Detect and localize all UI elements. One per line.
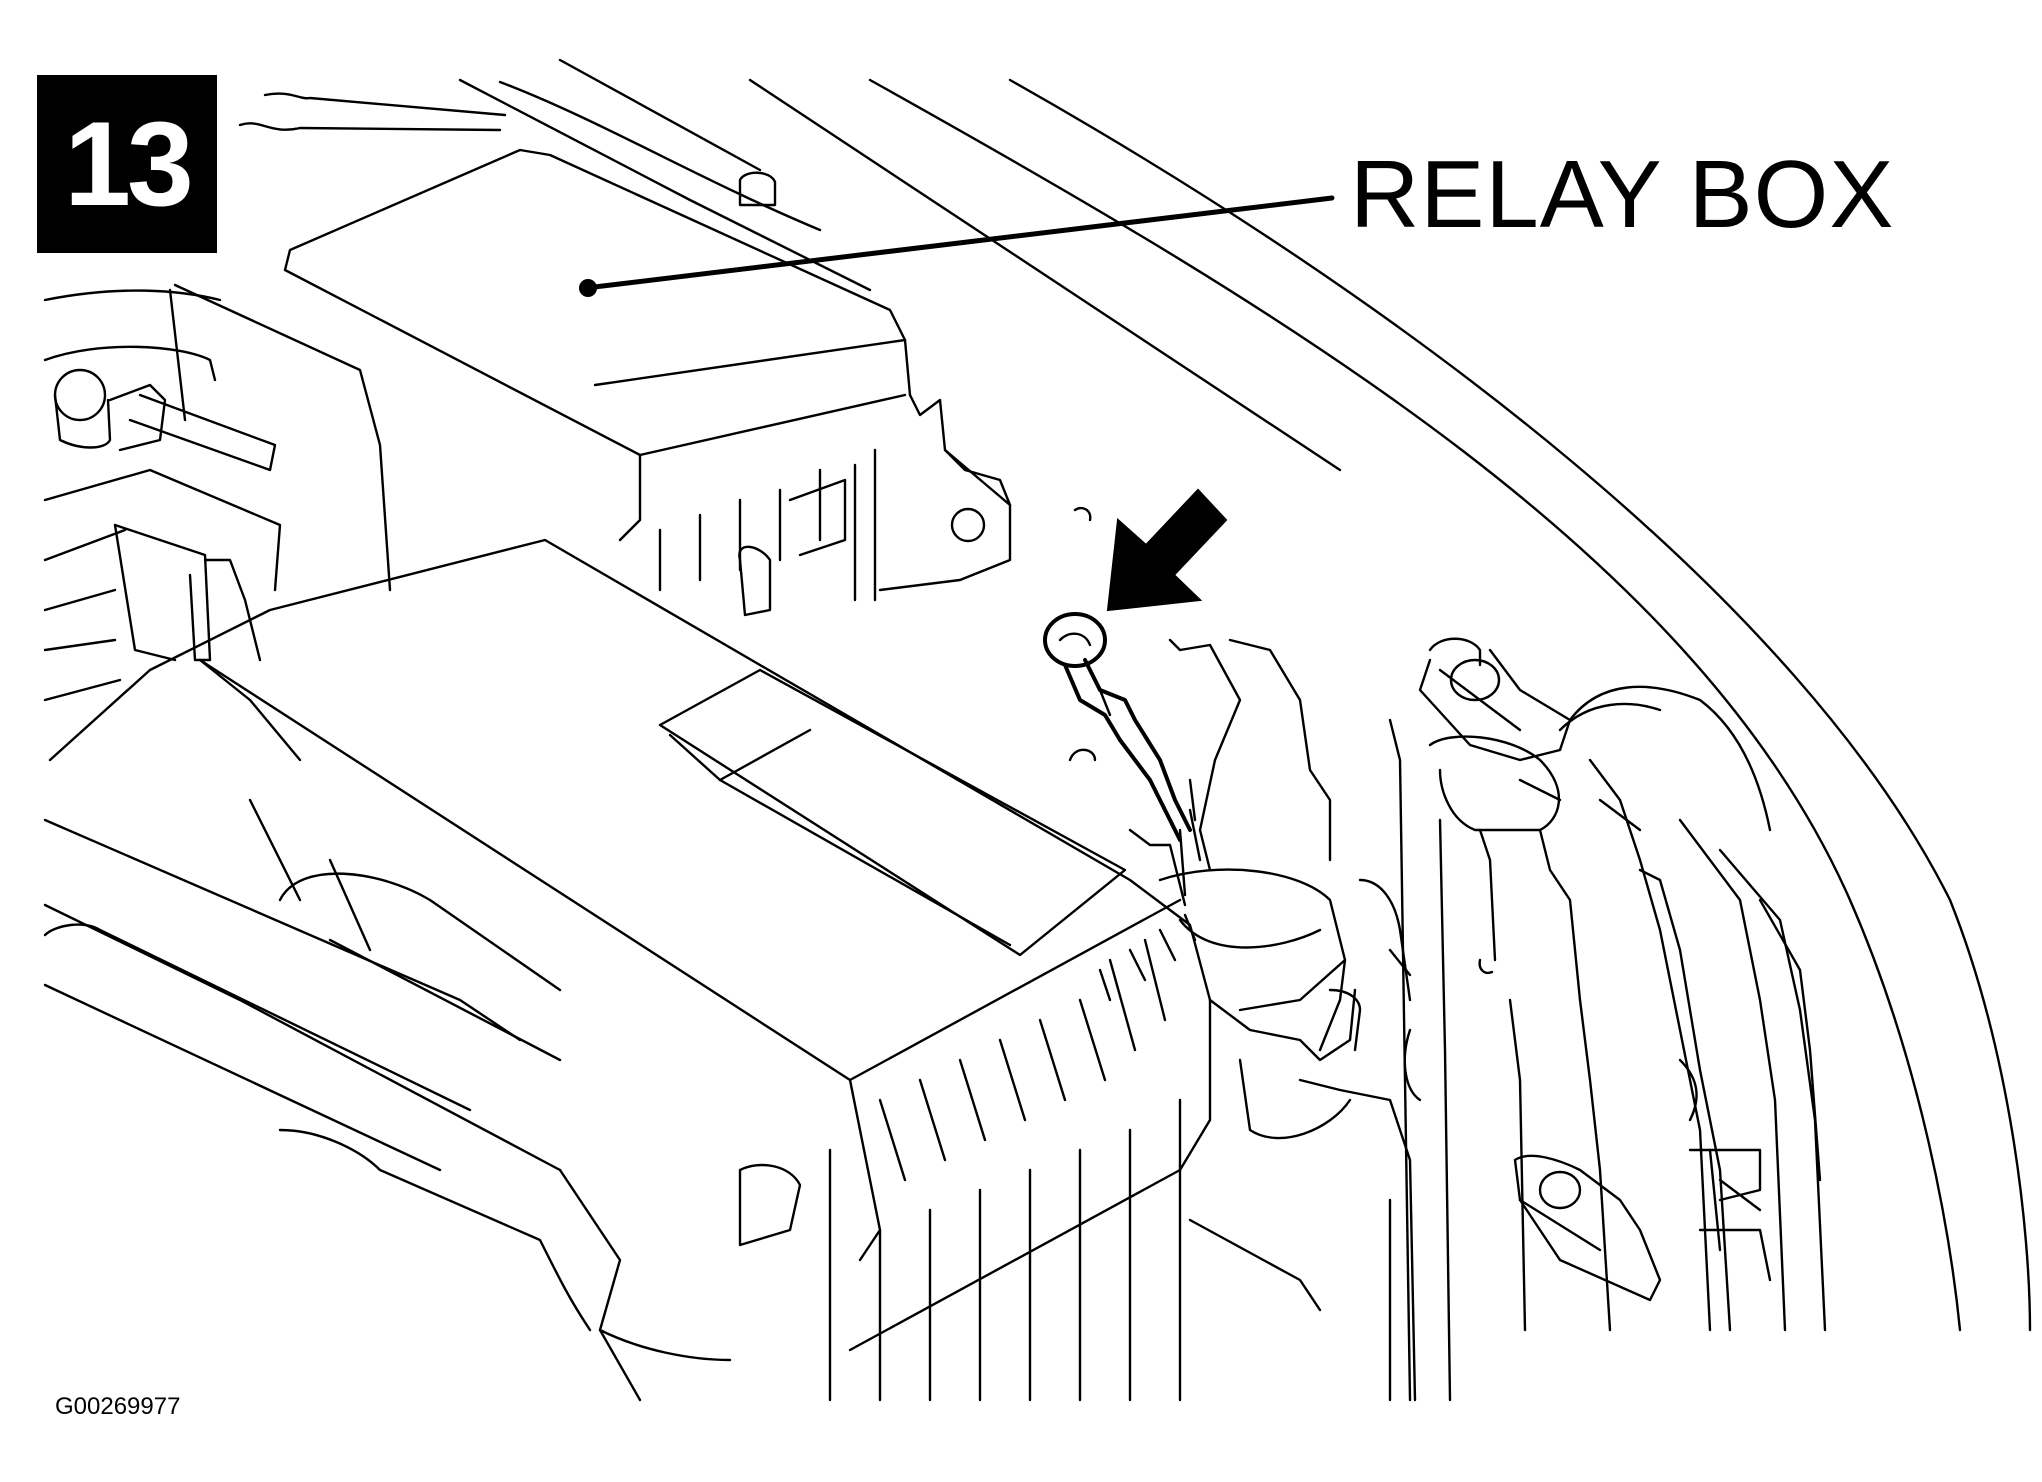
hood-contours — [238, 58, 2032, 1332]
figure-id-code: G00269977 — [55, 1393, 181, 1420]
relay-box-callout-label: RELAY BOX — [1350, 141, 1895, 248]
relay-box — [283, 148, 1012, 617]
air-cleaner-housing — [43, 538, 1212, 1402]
sensor-connector-harness — [1043, 612, 1202, 907]
battery-terminals — [43, 283, 392, 702]
arrow-down-left-icon — [1106, 488, 1228, 612]
step-number-badge: 13 — [37, 75, 217, 253]
coolant-reservoir — [1068, 638, 1422, 1402]
callout-leader — [579, 195, 1335, 297]
fender-headlight — [1073, 506, 1827, 1402]
